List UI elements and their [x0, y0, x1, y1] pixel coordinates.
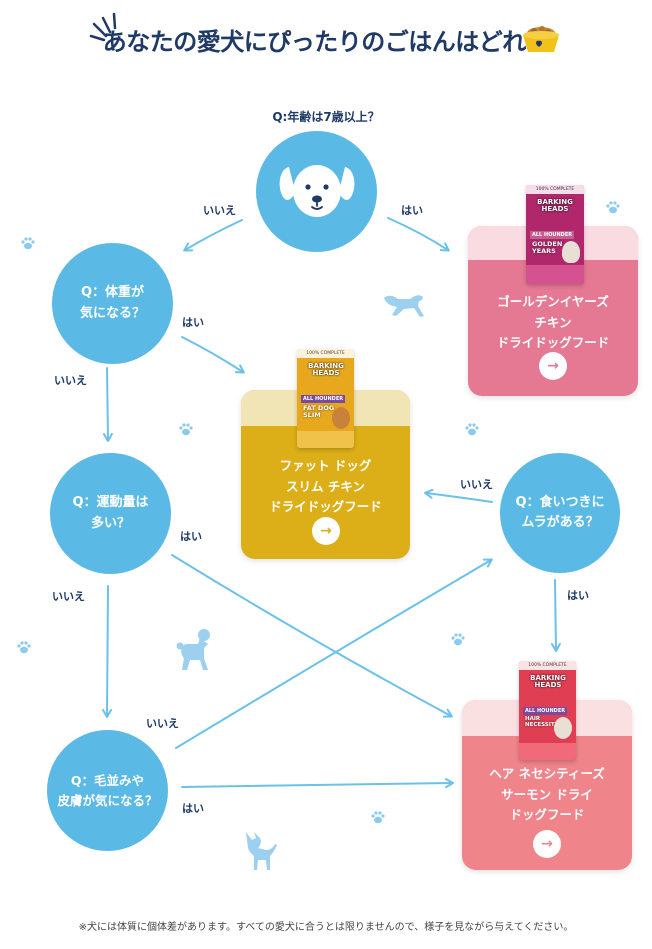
result-label-hair-necessities: ヘア ネセシティーズ サーモン ドライ ドッグフード [489, 766, 605, 823]
product-bag-hair-necessities: 100% COMPLETE BARKING HEADS ALL HOUNDER … [519, 661, 576, 760]
edge-label-yes: はい [182, 802, 204, 815]
edge-label-no: いいえ [146, 717, 179, 730]
question-weight: Q：体重が 気になる？ [52, 243, 173, 364]
chihuahua-silhouette-icon [246, 832, 277, 870]
disclaimer-note: ※犬には体質に個体差があります。すべての愛犬に合うとは限りませんので、様子を見な… [78, 922, 574, 933]
result-label-golden-years: ゴールデンイヤーズ チキン ドライドッグフード [496, 294, 610, 351]
dog-face-icon [279, 164, 354, 217]
edge-label-no: いいえ [460, 478, 493, 491]
paw-print-icon [606, 201, 620, 214]
paw-print-icon [21, 237, 35, 250]
dog-circle [256, 131, 377, 252]
arrow-right-icon: → [541, 836, 553, 852]
page-title: あなたの愛犬にぴったりのごはんはどれ？ [102, 28, 550, 56]
edge-label-yes: はい [182, 316, 204, 329]
fat-dog-slim-arrow-button[interactable]: → [312, 517, 340, 545]
paw-print-icon [465, 423, 479, 436]
hair-necessities-arrow-button[interactable]: → [533, 830, 561, 858]
edge-label-no: いいえ [203, 204, 236, 217]
burst-icon [89, 12, 117, 42]
edge-label-no: いいえ [52, 590, 85, 603]
paw-print-icon [371, 811, 385, 824]
golden-years-arrow-button[interactable]: → [539, 352, 567, 380]
arrow-right-icon: → [547, 358, 559, 374]
question-coat: Q：毛並みや 皮膚が気になる？ [47, 730, 168, 851]
edge-label-yes: はい [567, 589, 589, 602]
result-label-fat-dog-slim: ファット ドッグ スリム チキン ドライドッグフード [269, 458, 382, 515]
dog-bowl-icon [523, 26, 559, 52]
product-bag-fat-dog-slim: 100% COMPLETE BARKING HEADS ALL HOUNDER … [297, 349, 354, 448]
question-exercise: Q：運動量は 多い？ [50, 453, 171, 574]
top-question: Q:年齢は7歳以上？ [272, 110, 380, 124]
question-appetite: Q：食いつきに ムラがある？ [500, 453, 620, 573]
edge-label-no: いいえ [54, 374, 87, 387]
arrow-right-icon: → [320, 523, 332, 539]
edge-label-yes: はい [401, 204, 423, 217]
paw-print-icon [179, 423, 193, 436]
running-dog-silhouette-icon [384, 295, 424, 317]
poodle-silhouette-icon [176, 629, 210, 670]
paw-print-icon [17, 641, 31, 654]
paw-print-icon [451, 633, 465, 646]
edge-label-yes: はい [180, 530, 202, 543]
product-bag-golden-years: 100% COMPLETE BARKING HEADS ALL HOUNDER … [526, 185, 584, 284]
